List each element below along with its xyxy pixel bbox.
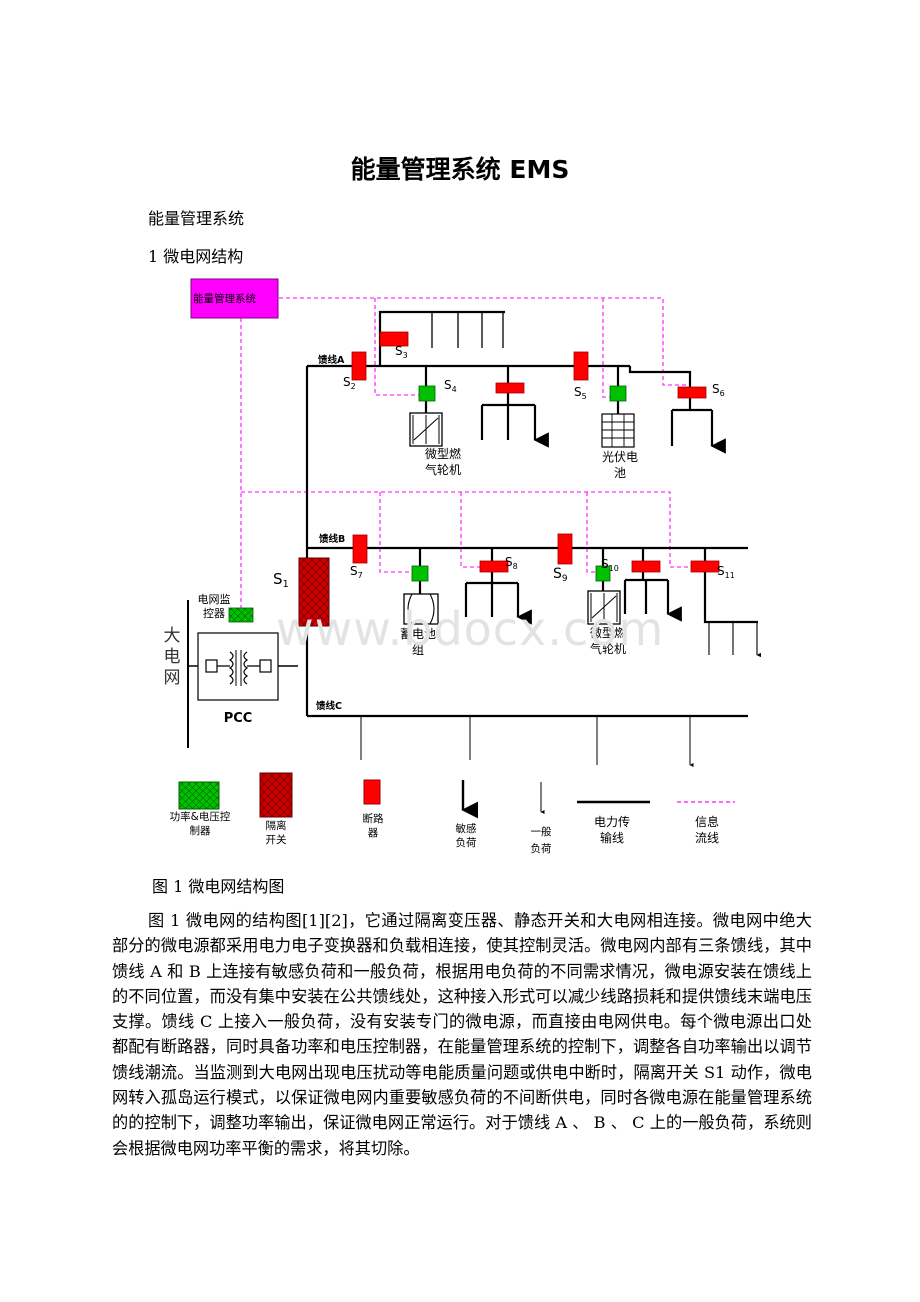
- grid-label: 大 电 网: [164, 626, 181, 688]
- legend: 功率&电压控 制器 隔离 开关 断路 器 敏感 负荷 一般 负荷 电力传 输线 …: [170, 772, 735, 855]
- svg-text:开关: 开关: [266, 833, 287, 846]
- subtitle: 能量管理系统: [148, 209, 245, 228]
- breaker-s9: [557, 533, 573, 565]
- svg-text:S10: S10: [601, 557, 619, 573]
- svg-text:池: 池: [614, 466, 626, 480]
- breaker-s10: [631, 560, 661, 573]
- svg-text:器: 器: [368, 827, 379, 839]
- svg-text:敏感: 敏感: [456, 822, 477, 835]
- svg-text:网: 网: [164, 668, 181, 688]
- svg-text:负荷: 负荷: [456, 836, 477, 849]
- svg-text:组: 组: [412, 643, 424, 657]
- switch-labels: S3 S2 S4 S5 S6 S1 S7 S8 S9 S10 S11: [273, 344, 735, 590]
- microgrid-diagram: 能量管理系统: [164, 278, 920, 855]
- svg-text:S5: S5: [574, 385, 587, 401]
- svg-text:控器: 控器: [203, 606, 225, 620]
- microturbine-a-icon: [409, 412, 443, 447]
- feeder-a-label: 馈线A: [318, 354, 345, 366]
- svg-text:电: 电: [164, 647, 181, 667]
- feeder-c-label: 馈线C: [316, 700, 342, 712]
- pv-icon: [601, 413, 635, 448]
- svg-text:流线: 流线: [695, 831, 719, 845]
- svg-text:S8: S8: [505, 555, 518, 571]
- breaker-s2: [351, 351, 367, 381]
- svg-text:一般: 一般: [531, 825, 552, 838]
- svg-text:大: 大: [164, 626, 181, 646]
- section-heading: 1 微电网结构: [148, 247, 244, 266]
- controller-s4: [418, 385, 436, 402]
- pcc-transformer-icon: [197, 632, 279, 701]
- breaker-s11: [690, 560, 720, 573]
- breaker-s5: [573, 351, 589, 381]
- svg-text:S4: S4: [444, 378, 457, 394]
- svg-text:隔离: 隔离: [266, 819, 287, 832]
- svg-text:微型燃: 微型燃: [425, 446, 461, 461]
- microturbine-b-icon: [587, 590, 621, 625]
- svg-text:输线: 输线: [600, 830, 624, 845]
- svg-text:信息: 信息: [695, 814, 719, 829]
- breaker-s3: [379, 331, 409, 347]
- svg-text:电力传: 电力传: [594, 814, 630, 829]
- controller-battery: [411, 565, 429, 582]
- svg-text:S3: S3: [395, 344, 408, 360]
- svg-text:蓄电池: 蓄电池: [400, 627, 436, 641]
- svg-text:光伏电: 光伏电: [602, 450, 638, 464]
- info-lines: [240, 297, 700, 612]
- battery-icon: [403, 593, 439, 625]
- svg-text:断路: 断路: [363, 812, 384, 825]
- svg-text:电网监: 电网监: [198, 593, 231, 606]
- svg-text:制器: 制器: [190, 824, 211, 837]
- device-labels: 微型燃 气轮机 光伏电 池 蓄电池 组 微型燃 气轮机 PCC 电网监 控器: [198, 446, 639, 726]
- svg-text:S6: S6: [712, 382, 725, 398]
- svg-text:微型燃: 微型燃: [590, 625, 626, 640]
- feeder-b-label: 馈线B: [319, 533, 345, 545]
- svg-text:气轮机: 气轮机: [425, 462, 461, 477]
- breakers: [351, 331, 720, 573]
- svg-text:S9: S9: [553, 566, 568, 584]
- power-lines: [187, 310, 758, 765]
- svg-text:S7: S7: [350, 564, 363, 580]
- breaker-s8: [479, 560, 509, 573]
- breaker-load-a: [495, 382, 525, 394]
- ems-box-label: 能量管理系统: [193, 292, 256, 305]
- svg-text:S2: S2: [343, 375, 356, 391]
- svg-text:S11: S11: [717, 564, 735, 580]
- svg-text:功率&电压控: 功率&电压控: [170, 810, 231, 823]
- svg-text:PCC: PCC: [224, 711, 253, 726]
- svg-text:气轮机: 气轮机: [590, 641, 626, 656]
- legend-breaker-swatch: [363, 779, 381, 805]
- ems-box: [190, 278, 279, 319]
- breaker-s6: [677, 386, 707, 399]
- page-title: 能量管理系统 EMS: [350, 155, 570, 184]
- breaker-s7: [352, 534, 368, 564]
- figure-caption: 图 1 微电网结构图: [152, 877, 285, 896]
- svg-text:S1: S1: [273, 570, 289, 590]
- controller-pv: [609, 385, 627, 402]
- controller-s10: [595, 565, 611, 582]
- svg-text:负荷: 负荷: [531, 842, 552, 855]
- body-paragraph: 图 1 微电网的结构图[1][2]，它通过隔离变压器、静态开关和大电网相连接。微…: [112, 911, 812, 1158]
